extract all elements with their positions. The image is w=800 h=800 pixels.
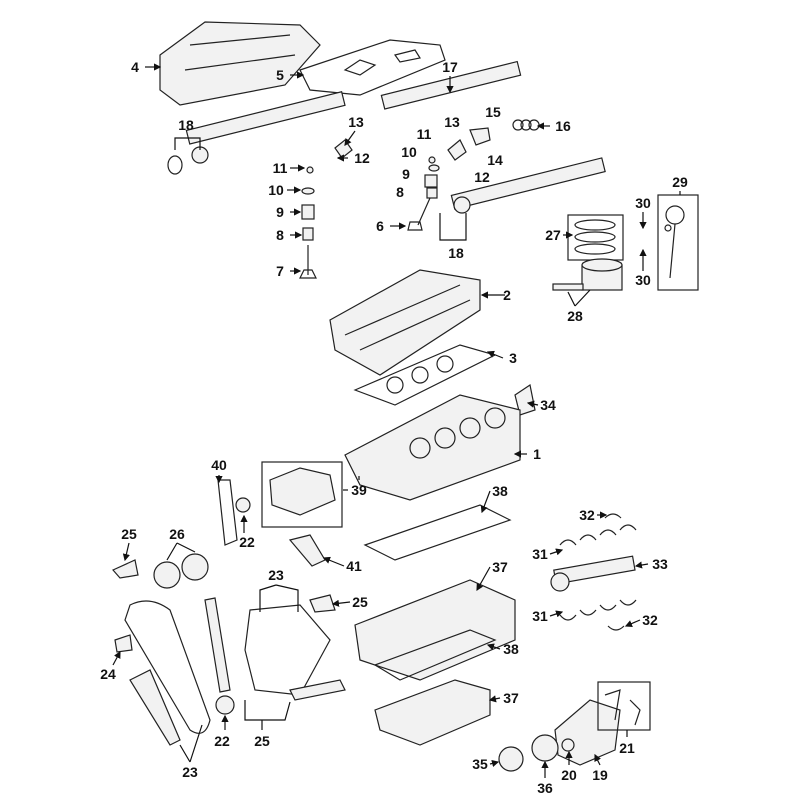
piston	[552, 258, 623, 291]
callout-label: 26	[169, 526, 185, 542]
oil-pan-gasket	[363, 504, 512, 561]
crank-seal	[561, 738, 575, 752]
chain-guide	[204, 597, 231, 693]
callout-label: 14	[487, 152, 503, 168]
callout-label: 25	[352, 594, 368, 610]
piston-rings	[574, 219, 616, 255]
callout-label: 12	[354, 150, 370, 166]
callout-label: 29	[672, 174, 688, 190]
seal-ring	[167, 155, 183, 175]
callout-label: 30	[635, 195, 651, 211]
valve-train-parts	[299, 119, 540, 279]
callout-label: 31	[532, 546, 548, 562]
callout-label: 34	[540, 397, 556, 413]
valve-cover-gasket	[299, 39, 446, 96]
callout-label: 4	[131, 59, 139, 75]
chain-guide	[289, 679, 346, 701]
callout-label: 24	[100, 666, 116, 682]
valve-cover	[159, 21, 321, 106]
pulley	[498, 746, 524, 772]
crank-sprocket	[215, 695, 235, 715]
cylinder-head	[329, 269, 481, 376]
vibration-damper	[531, 734, 559, 762]
callout-label: 1	[533, 446, 541, 462]
callout-label: 23	[268, 567, 284, 583]
timing-chain	[244, 604, 331, 696]
callout-label: 35	[472, 756, 488, 772]
callout-label: 23	[182, 764, 198, 780]
callout-label: 5	[276, 67, 284, 83]
callout-label: 13	[348, 114, 364, 130]
callout-label: 19	[592, 767, 608, 783]
callout-label: 17	[442, 59, 458, 75]
camshaft	[450, 157, 606, 214]
callout-label: 13	[444, 114, 460, 130]
callout-label: 21	[619, 740, 635, 756]
callout-label: 9	[276, 204, 284, 220]
callout-label: 40	[211, 457, 227, 473]
callout-label: 12	[474, 169, 490, 185]
callout-label: 2	[503, 287, 511, 303]
callout-label: 9	[402, 166, 410, 182]
oil-pump-box	[261, 461, 343, 528]
callout-label: 6	[376, 218, 384, 234]
timing-cover	[554, 699, 621, 766]
chain-guide	[129, 669, 181, 746]
callout-label: 32	[642, 612, 658, 628]
oil-pump-chain	[217, 479, 238, 546]
callout-label: 31	[532, 608, 548, 624]
callout-label: 37	[503, 690, 519, 706]
callout-label: 10	[401, 144, 417, 160]
camshaft	[185, 91, 346, 164]
callout-label: 11	[416, 126, 432, 142]
callout-label: 15	[485, 104, 501, 120]
callout-label: 10	[268, 182, 284, 198]
oil-pickup-tube	[288, 534, 326, 567]
oil-pan-gasket	[373, 629, 497, 681]
callout-label: 22	[239, 534, 255, 550]
engine-block	[344, 394, 521, 501]
camshaft-adjusters	[153, 553, 209, 589]
callout-label: 25	[121, 526, 137, 542]
callout-label: 11	[272, 160, 288, 176]
callout-label: 3	[509, 350, 517, 366]
callout-label: 39	[351, 482, 367, 498]
brackets	[604, 689, 641, 726]
callout-label: 37	[492, 559, 508, 575]
crankshaft	[550, 555, 636, 592]
callout-label: 36	[537, 780, 553, 796]
tensioner-bracket	[114, 634, 133, 653]
chain-tensioner	[112, 559, 139, 579]
sprocket	[235, 497, 251, 513]
callout-label: 22	[214, 733, 230, 749]
callout-label: 27	[545, 227, 561, 243]
callout-leaders	[112, 63, 681, 778]
callout-label: 38	[503, 641, 519, 657]
callout-label: 41	[346, 558, 362, 574]
callout-label: 38	[492, 483, 508, 499]
callout-label: 8	[276, 227, 284, 243]
callout-label: 7	[276, 263, 284, 279]
connecting-rod	[664, 205, 685, 279]
timing-chain	[124, 600, 211, 734]
callout-label: 18	[178, 117, 194, 133]
callout-label: 18	[448, 245, 464, 261]
upper-oil-pan	[354, 579, 516, 681]
chain-tensioner	[309, 594, 336, 613]
callout-label: 30	[635, 272, 651, 288]
callout-label: 16	[555, 118, 571, 134]
oil-pump	[269, 467, 336, 516]
callout-label: 32	[579, 507, 595, 523]
bracket-box	[597, 681, 651, 731]
callout-label: 20	[561, 767, 577, 783]
connecting-rod-box	[657, 194, 699, 291]
callout-label: 33	[652, 556, 668, 572]
lower-oil-pan	[374, 679, 491, 746]
callout-label: 28	[567, 308, 583, 324]
callout-label: 8	[396, 184, 404, 200]
callout-label: 25	[254, 733, 270, 749]
